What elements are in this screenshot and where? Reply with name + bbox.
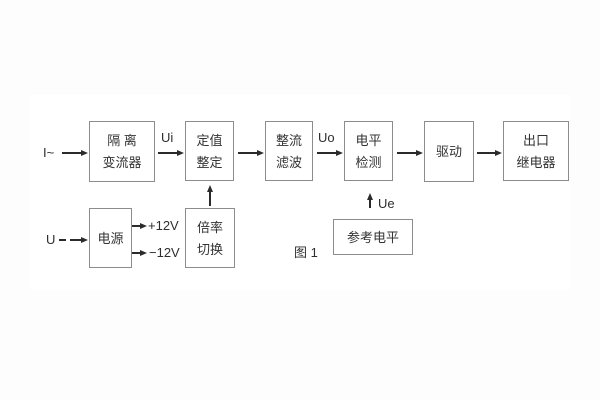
input-current-label: I~: [43, 145, 55, 160]
arrow-reference-to-level: [369, 200, 371, 208]
block-level-detection: 电平 检测: [344, 121, 393, 181]
arrow-power-minus12v: [132, 252, 140, 254]
block-label: 倍率: [196, 219, 223, 235]
block-output-relay: 出口 继电器: [503, 121, 569, 181]
block-label: 整流: [275, 132, 302, 148]
block-label: 检测: [355, 154, 382, 170]
block-label: 整定: [196, 154, 223, 170]
dash-voltage-input: [59, 239, 66, 241]
arrow-voltage-to-power: [70, 239, 81, 241]
arrow-multiplier-to-setting: [209, 192, 211, 206]
block-rectifier-filter: 整流 滤波: [265, 121, 313, 181]
arrow-level-to-drive: [397, 152, 416, 154]
signal-ue-label: Ue: [378, 196, 395, 211]
figure-caption: 图 1: [294, 245, 318, 260]
signal-uo-label: Uo: [318, 130, 335, 145]
arrow-setting-to-rectifier: [238, 152, 257, 154]
block-multiplier-switch: 倍率 切换: [185, 208, 235, 268]
arrow-power-plus12v: [132, 225, 140, 227]
arrow-drive-to-relay: [477, 152, 495, 154]
block-label: 隔 离: [107, 133, 137, 148]
block-label: 出口: [522, 132, 549, 148]
arrow-rectifier-to-level: [317, 152, 336, 154]
block-label: 电源: [97, 230, 124, 246]
block-power-supply: 电源: [89, 208, 132, 268]
signal-ui-label: Ui: [161, 130, 174, 145]
signal-plus12v-label: +12V: [148, 218, 179, 233]
block-reference-level: 参考电平: [333, 219, 413, 255]
block-label: 继电器: [516, 154, 556, 170]
block-label: 变流器: [102, 155, 142, 170]
block-drive: 驱动: [424, 121, 474, 182]
block-label: 定值: [196, 132, 223, 148]
arrow-isolation-to-setting: [158, 152, 177, 154]
block-label: 滤波: [275, 154, 302, 170]
block-label: 切换: [196, 241, 223, 257]
input-voltage-label: U: [46, 232, 56, 247]
signal-minus12v-label: −12V: [149, 245, 180, 260]
block-label: 参考电平: [346, 229, 399, 245]
block-setting-adjustment: 定值 整定: [185, 121, 234, 181]
arrow-current-to-isolation: [62, 152, 81, 154]
block-label: 驱动: [435, 144, 462, 159]
block-isolation-transformer: 隔 离 变流器: [89, 121, 155, 182]
block-label: 电平: [355, 132, 382, 148]
